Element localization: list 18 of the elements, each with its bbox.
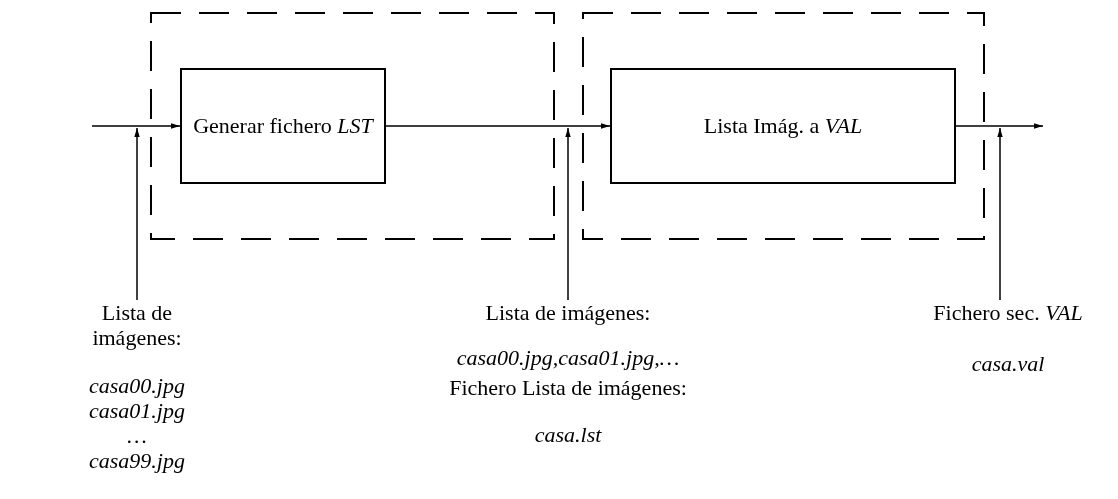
arrow	[955, 123, 1044, 129]
arrow	[91, 123, 181, 129]
process-label: Generar fichero LST	[193, 113, 373, 139]
caption-text: Lista de imágenes:	[91, 300, 183, 351]
file-names: casa00.jpg,casa01.jpg,…	[455, 345, 681, 371]
file-names: casa.lst	[533, 421, 603, 448]
process-label: Lista Imág. a VAL	[703, 113, 863, 139]
file-names: casa.val	[970, 351, 1046, 377]
arrow	[385, 123, 611, 129]
file-names: casa00.jpg casa01.jpg … casa99.jpg	[88, 372, 186, 474]
arrow	[134, 127, 140, 301]
process-box	[180, 68, 386, 184]
arrow	[565, 127, 571, 301]
caption-text: Fichero sec. VAL	[932, 300, 1084, 326]
caption-text: Fichero Lista de imágenes:	[448, 374, 688, 400]
process-box	[610, 68, 956, 184]
arrow	[997, 127, 1003, 301]
caption-text: Lista de imágenes:	[484, 300, 652, 326]
